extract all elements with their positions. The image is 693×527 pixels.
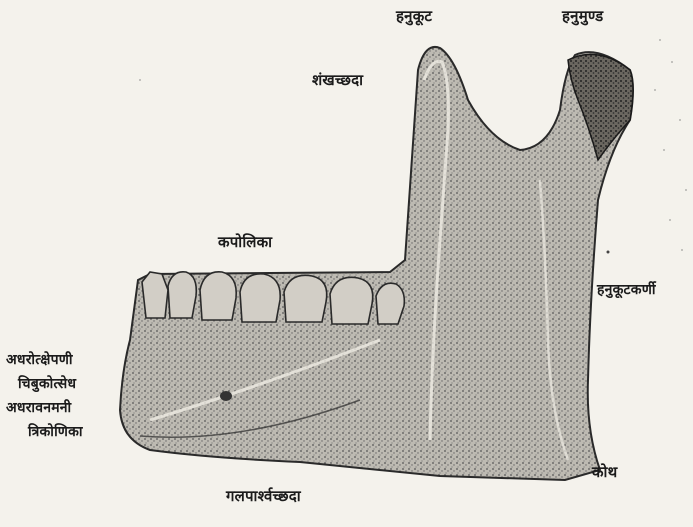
label-galapaarshvachhada: गलपार्श्वच्छदा	[226, 486, 301, 506]
label-hanukoot: हनुकूट	[396, 6, 432, 26]
label-adharotkshepani: अधरोत्क्षेपणी	[6, 350, 73, 369]
label-shankhachhada: शंखच्छदा	[312, 70, 363, 90]
label-hanumund: हनुमुण्ड	[562, 6, 603, 26]
label-adharavanamani: अधरावनमनी	[6, 398, 71, 417]
label-chibukotsedh: चिबुकोत्सेध	[18, 374, 76, 393]
label-trikonika: त्रिकोणिका	[28, 422, 83, 441]
pointer-dot	[607, 251, 610, 254]
label-kapolika: कपोलिका	[218, 232, 272, 252]
label-koth: कोथ	[592, 462, 617, 482]
label-hanukootkarni: हनुकूटकर्णी	[597, 280, 656, 299]
mental-foramen	[220, 391, 232, 401]
